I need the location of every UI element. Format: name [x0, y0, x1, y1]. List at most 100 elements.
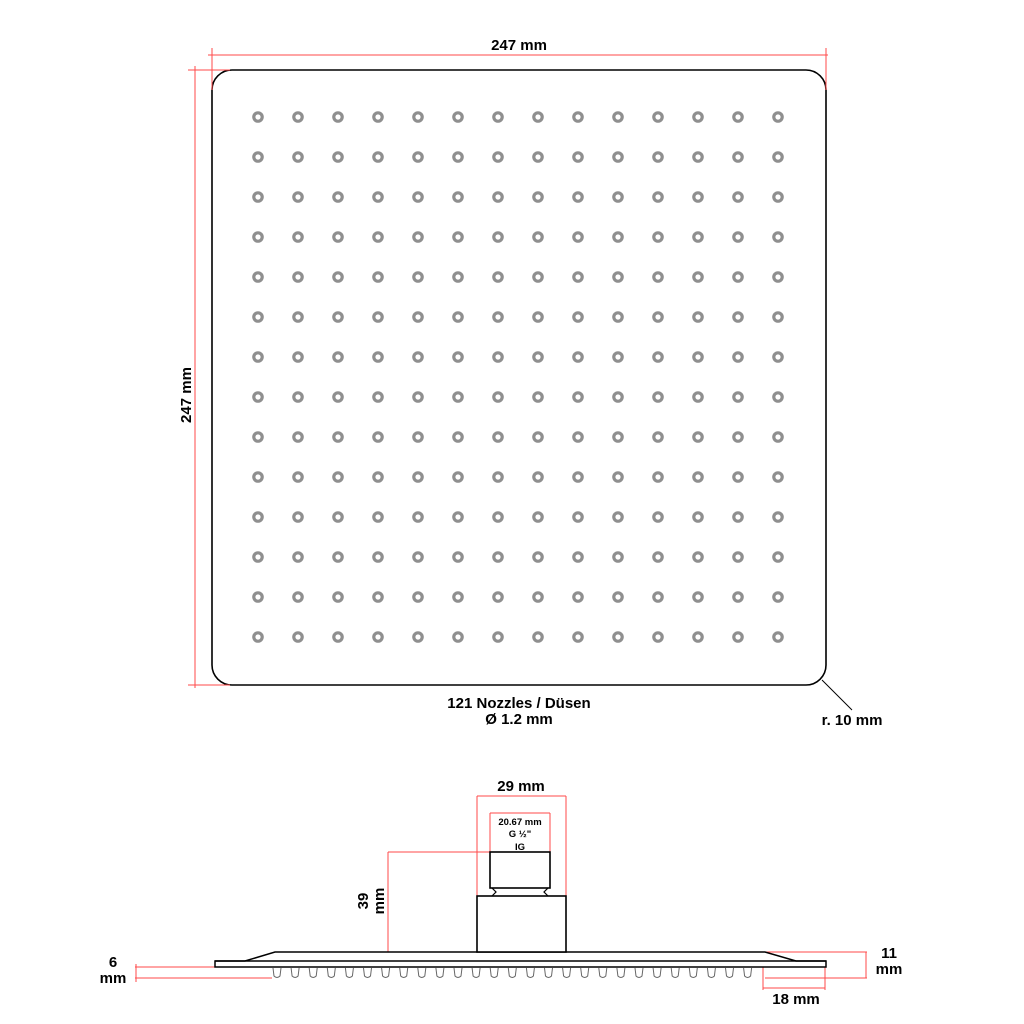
- nozzle-dot: [612, 511, 624, 523]
- nozzle-dot: [492, 151, 504, 163]
- nozzle-dot: [612, 151, 624, 163]
- nozzle-dot: [652, 311, 664, 323]
- nozzle-dot: [452, 511, 464, 523]
- nozzle-dot: [412, 591, 424, 603]
- nozzle-dot: [332, 391, 344, 403]
- edge-height-value: 11: [881, 945, 897, 962]
- nozzle-dot: [412, 271, 424, 283]
- side-nozzle: [363, 967, 372, 978]
- nozzle-dot: [652, 551, 664, 563]
- side-nozzle: [688, 967, 698, 978]
- width-dimension: [208, 48, 828, 90]
- side-nozzle: [326, 967, 336, 978]
- nozzle-dot: [612, 191, 624, 203]
- side-nozzle: [272, 967, 282, 978]
- nozzle-dot: [652, 111, 664, 123]
- nozzle-dot: [612, 431, 624, 443]
- nozzle-dot: [572, 151, 584, 163]
- nozzle-dot: [252, 551, 264, 563]
- nozzle-dot: [612, 471, 624, 483]
- nozzle-dot: [572, 271, 584, 283]
- nozzle-dot: [452, 551, 464, 563]
- nozzle-dot: [532, 431, 544, 443]
- nozzle-dot: [772, 431, 784, 443]
- nozzle-dot: [732, 431, 744, 443]
- nozzle-dot: [292, 231, 304, 243]
- nozzle-dot: [692, 591, 704, 603]
- nozzle-dot: [412, 391, 424, 403]
- nozzle-dot: [692, 471, 704, 483]
- nozzle-dot: [772, 591, 784, 603]
- nozzle-dot: [292, 111, 304, 123]
- nozzle-dot: [732, 471, 744, 483]
- nozzle-dot: [252, 591, 264, 603]
- nozzle-dot: [572, 431, 584, 443]
- nozzle-dot: [452, 191, 464, 203]
- nozzle-dot: [372, 271, 384, 283]
- height-label: 247 mm: [178, 367, 195, 423]
- nozzle-dot: [492, 311, 504, 323]
- thread-connector: [489, 851, 551, 889]
- nozzle-dot: [332, 551, 344, 563]
- nozzle-dot: [652, 511, 664, 523]
- nozzle-dot: [572, 471, 584, 483]
- top-view: 247 mm 247 mm 121 Nozzles / Düsen Ø 1.2 …: [178, 37, 882, 729]
- nozzle-dot: [412, 471, 424, 483]
- radius-label: r. 10 mm: [822, 712, 883, 729]
- nozzle-dot: [452, 591, 464, 603]
- nozzle-dot: [572, 231, 584, 243]
- side-nozzle: [507, 967, 517, 978]
- nozzle-dot: [572, 351, 584, 363]
- nozzle-dot: [492, 271, 504, 283]
- side-nozzle: [453, 967, 463, 978]
- shower-plate-outline: [211, 69, 827, 686]
- side-nozzle: [399, 967, 409, 978]
- nozzle-dot: [372, 151, 384, 163]
- nozzle-dot: [652, 471, 664, 483]
- nozzle-dot: [572, 511, 584, 523]
- side-nozzle: [634, 967, 644, 978]
- side-nozzle: [743, 967, 753, 978]
- nozzle-dot: [772, 351, 784, 363]
- nozzle-dot: [372, 631, 384, 643]
- nozzle-dot: [372, 431, 384, 443]
- nozzle-dot: [492, 231, 504, 243]
- nozzle-dot: [372, 391, 384, 403]
- edge-width-label: 18 mm: [772, 991, 820, 1008]
- housing-width-label: 29 mm: [497, 778, 545, 795]
- nozzle-dot: [372, 551, 384, 563]
- nozzle-dot: [412, 631, 424, 643]
- nozzle-dot: [772, 471, 784, 483]
- nozzle-dot: [572, 631, 584, 643]
- nozzle-dot: [492, 511, 504, 523]
- side-nozzles: [272, 967, 753, 978]
- nozzle-dot: [692, 511, 704, 523]
- height-label-group: 39 mm: [355, 888, 388, 915]
- nozzle-dot: [492, 431, 504, 443]
- nozzle-dot: [532, 111, 544, 123]
- nozzle-dot: [652, 191, 664, 203]
- nozzle-dot: [772, 551, 784, 563]
- nozzle-dot: [532, 311, 544, 323]
- nozzle-dot: [652, 431, 664, 443]
- nozzle-count-label: 121 Nozzles / Düsen: [447, 695, 590, 712]
- nozzle-dot: [252, 151, 264, 163]
- nozzle-dot: [772, 511, 784, 523]
- nozzle-dot: [532, 631, 544, 643]
- nozzle-diameter-label: Ø 1.2 mm: [485, 711, 553, 728]
- nozzle-dot: [292, 471, 304, 483]
- nozzle-dot: [252, 391, 264, 403]
- nozzle-dot: [332, 151, 344, 163]
- thread-type-label: G ½": [509, 829, 531, 840]
- nozzle-dot: [692, 111, 704, 123]
- plate-thickness-value: 6: [109, 954, 117, 971]
- nozzle-dot: [772, 111, 784, 123]
- nozzle-dot: [612, 111, 624, 123]
- nozzle-dot: [292, 351, 304, 363]
- nozzle-dot: [252, 471, 264, 483]
- nozzle-dot: [692, 191, 704, 203]
- nozzle-dot: [332, 631, 344, 643]
- nozzle-dot: [612, 351, 624, 363]
